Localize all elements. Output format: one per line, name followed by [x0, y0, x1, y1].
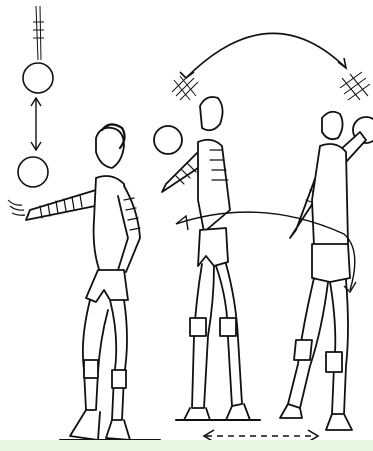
ball-icon — [154, 126, 182, 154]
bottom-band — [0, 440, 373, 451]
